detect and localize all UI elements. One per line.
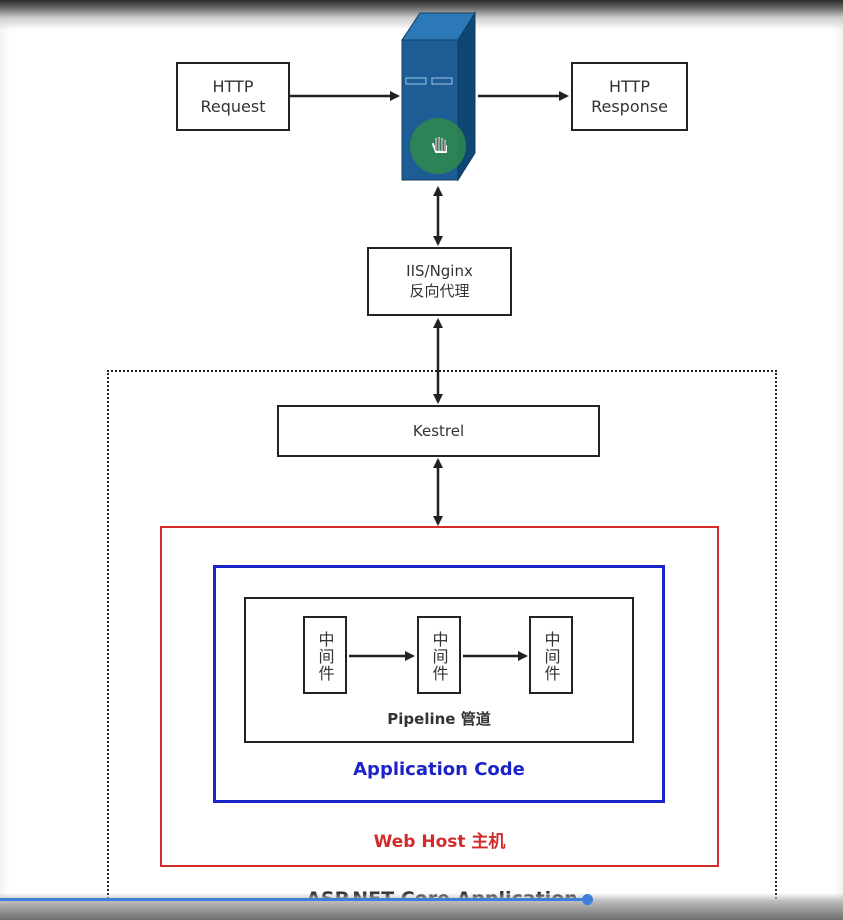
- reverse-proxy-line2: 反向代理: [409, 282, 470, 300]
- hand-cursor-icon: [432, 137, 447, 153]
- http-request-box: HTTP Request: [176, 62, 290, 131]
- reverse-proxy-label: IIS/Nginx 反向代理: [369, 261, 510, 301]
- middleware-box-1: 中间件: [303, 616, 347, 694]
- http-response-label: HTTP Response: [573, 77, 686, 117]
- web-host-frame: [160, 526, 719, 867]
- middleware-label-1: 中间件: [315, 630, 335, 682]
- http-request-line1: HTTP: [212, 77, 254, 96]
- middleware-label-3: 中间件: [541, 630, 561, 682]
- web-host-label: Web Host 主机: [373, 832, 506, 852]
- reverse-proxy-box: IIS/Nginx 反向代理: [367, 247, 512, 316]
- http-request-label: HTTP Request: [178, 77, 288, 117]
- video-progress-bar[interactable]: [0, 898, 590, 901]
- application-code-frame: [213, 565, 665, 803]
- video-controls-bar: [0, 893, 843, 920]
- pipeline-label: Pipeline 管道: [387, 710, 491, 728]
- http-response-box: HTTP Response: [571, 62, 688, 131]
- aspnet-core-application-frame: [107, 370, 777, 920]
- application-code-label: Application Code: [353, 759, 525, 780]
- middleware-label-2: 中间件: [429, 630, 449, 682]
- http-response-line1: HTTP: [609, 77, 650, 96]
- http-response-line2: Response: [591, 97, 668, 116]
- reverse-proxy-line1: IIS/Nginx: [406, 262, 473, 280]
- kestrel-label: Kestrel: [412, 422, 465, 440]
- middleware-box-2: 中间件: [417, 616, 461, 694]
- pipeline-frame: [244, 597, 634, 743]
- middleware-box-3: 中间件: [529, 616, 573, 694]
- kestrel-box: Kestrel: [277, 405, 600, 457]
- http-request-line2: Request: [200, 97, 266, 116]
- video-progress-handle[interactable]: [582, 894, 593, 905]
